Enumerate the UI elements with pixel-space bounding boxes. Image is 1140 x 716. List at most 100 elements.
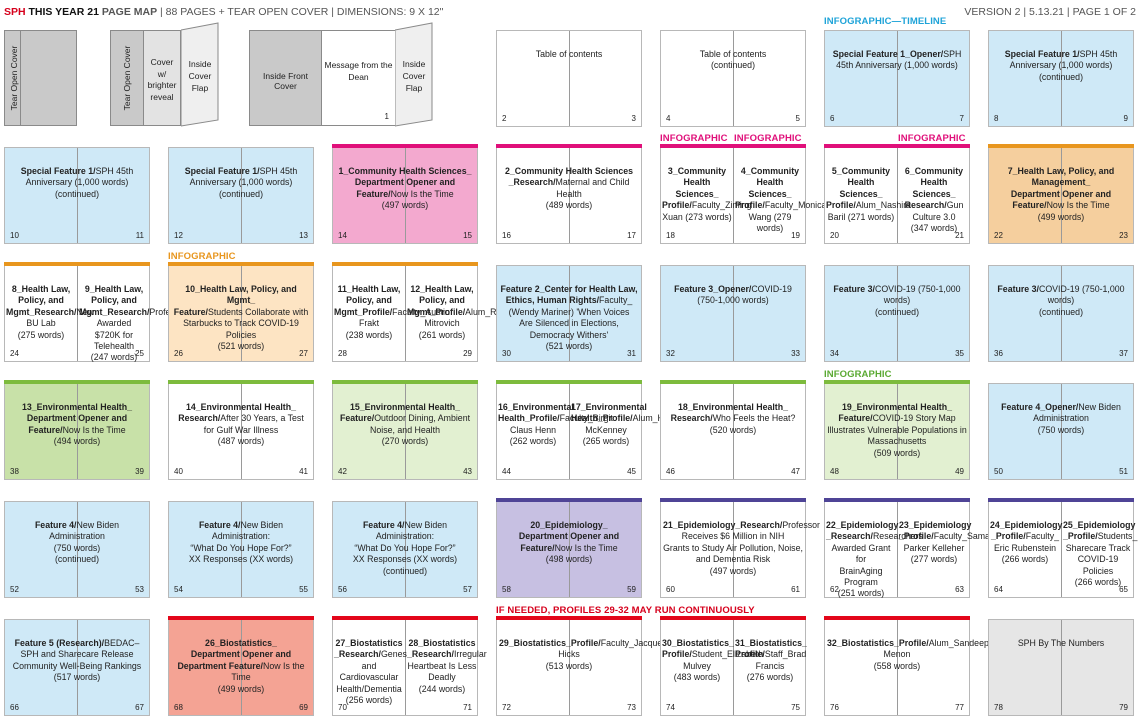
spine-fold: [733, 266, 734, 361]
spread-description: Faculty_Austin: [392, 306, 450, 317]
spread-epi-research[interactable]: 21_Epidemiology_Research/Professor Recei…: [660, 498, 820, 598]
spread-title: 30_Biostatistics_: [662, 638, 734, 648]
spread-title: Feature 5 (Research)/: [14, 638, 105, 648]
spread-title: Feature 3_Opener/: [674, 284, 752, 294]
label-infographic-r2: INFOGRAPHIC: [168, 251, 236, 262]
spread-eh-research[interactable]: 14_Environmental Health_Research/After 3…: [168, 380, 314, 480]
spread-content: Special Feature 1/SPH 45th Anniversary (…: [991, 49, 1131, 83]
spread-description: (513 words): [545, 660, 593, 671]
spread-feature3-opener[interactable]: Feature 3_Opener/COVID-19 (750-1,000 wor…: [660, 265, 806, 362]
spread-feature4-a[interactable]: Feature 4/New Biden Administration(750 w…: [4, 501, 150, 598]
spread-description: BEDAC–SPH and Sharecare Release: [20, 638, 140, 660]
tear-open-cover-front[interactable]: Tear Open Cover: [4, 30, 77, 126]
spread-title: Mgmt_Research/: [79, 306, 150, 317]
spine-fold: [1061, 620, 1062, 715]
spread-feature5[interactable]: Feature 5 (Research)/BEDAC–SPH and Share…: [4, 619, 150, 716]
spine-fold: [897, 384, 898, 479]
spread-eh-feature[interactable]: 15_Environmental Health_Feature/Outdoor …: [332, 380, 478, 480]
inside-front-cover[interactable]: Inside Front Cover: [249, 30, 322, 126]
spread-epi-b[interactable]: 24_Epidemiology_Profile/Faculty_Eric Rub…: [988, 498, 1137, 598]
spread-bio-profile-c[interactable]: 32_Biostatistics_Profile/Alum_Sandeep Me…: [824, 616, 989, 716]
right-page-number: 13: [299, 231, 308, 240]
dean-message-page[interactable]: Message from the Dean 1: [321, 30, 396, 126]
spread-description: (521 words): [545, 341, 593, 352]
spread-description: SPH 45th Anniversary (1,000 words): [1009, 49, 1118, 71]
header-this-year: THIS YEAR 21: [28, 6, 99, 18]
spread-epi-opener[interactable]: 20_Epidemiology_Department Opener and Fe…: [496, 498, 642, 598]
spread-sf1-a[interactable]: Special Feature 1/SPH 45th Anniversary (…: [988, 30, 1134, 127]
spread-title: 25_Epidemiology: [1063, 520, 1136, 530]
spread-hlpm-feature[interactable]: 10_Health Law, Policy, and Mgmt_Feature/…: [168, 262, 314, 362]
spread-description: Who Feels the Heat?: [712, 413, 796, 424]
section-color-bar: [496, 380, 642, 384]
left-page-number: 70: [338, 703, 347, 712]
spread-eh-research2[interactable]: 18_Environmental Health_Research/Who Fee…: [660, 380, 806, 480]
spread-feature3-a[interactable]: Feature 3/COVID-19 (750-1,000 words)(con…: [824, 265, 970, 362]
spread-title: 32_Biostatistics_Profile/: [827, 638, 929, 648]
spread-description: (261 words): [418, 329, 466, 340]
spread-title: Management_: [1031, 177, 1091, 188]
right-page-number: 55: [299, 585, 308, 594]
spread-title: 24_Epidemiology: [990, 520, 1063, 530]
spread-sf1-b[interactable]: Special Feature 1/SPH 45th Anniversary (…: [4, 147, 150, 244]
spine-fold: [405, 148, 406, 243]
spread-title: Special Feature 1/: [1004, 49, 1080, 59]
spread-description: Frakt: [358, 318, 380, 329]
spread-title: Mgmt_Profile/: [334, 306, 393, 317]
spread-chs-opener[interactable]: 1_Community Health Sciences_Department O…: [332, 144, 478, 244]
version-info: VERSION 2 | 5.13.21 | PAGE 1 OF 2: [964, 6, 1136, 18]
spread-description: SPH 45th Anniversary (1,000 words): [189, 166, 298, 188]
spread-eh-opener[interactable]: 13_Environmental Health_Department Opene…: [4, 380, 150, 480]
spread-feature4-c[interactable]: Feature 4/New Biden Administration:“What…: [332, 501, 478, 598]
spread-feature2[interactable]: Feature 2_Center for Health Law,Ethics, …: [496, 265, 642, 362]
right-page-number: 35: [955, 349, 964, 358]
spread-title: 12_Health Law,: [410, 284, 474, 294]
spread-title: 23_Epidemiology: [899, 520, 972, 530]
spread-feature3-b[interactable]: Feature 3/COVID-19 (750-1,000 words)(con…: [988, 265, 1134, 362]
spread-description: XX Responses (XX words): [352, 554, 458, 565]
section-color-bar: [332, 380, 478, 384]
right-page-number: 79: [1119, 703, 1128, 712]
inside-cover-flap-2[interactable]: [395, 22, 435, 130]
spread-description: Faculty_Samantha: [933, 531, 1008, 542]
spread-description: New Biden Administration: [1033, 402, 1121, 424]
spine-fold: [1061, 266, 1062, 361]
spread-description: (275 words): [17, 329, 65, 340]
spread-bio-profile-a[interactable]: 29_Biostatistics_Profile/Faculty_Jacquel…: [496, 616, 676, 716]
right-page-number: 69: [299, 703, 308, 712]
spread-feature4-b[interactable]: Feature 4/New Biden Administration:“What…: [168, 501, 314, 598]
inside-cover-flap-1[interactable]: [181, 22, 221, 130]
spread-bio-profile-b[interactable]: 30_Biostatistics_Profile/Student_Elizabe…: [660, 616, 807, 716]
right-page-content: 25_Epidemiology_Profile/Students_Shareca…: [1063, 520, 1137, 588]
spread-sf1-opener[interactable]: Special Feature 1_Opener/SPH 45th Annive…: [824, 30, 970, 127]
cover-brighter-reveal[interactable]: Cover w/ brighter reveal: [143, 30, 181, 126]
tear-open-cover-reveal[interactable]: Tear Open Cover: [110, 30, 144, 126]
spread-description: New BU Lab: [26, 306, 95, 329]
spread-sf1-c[interactable]: Special Feature 1/SPH 45th Anniversary (…: [168, 147, 314, 244]
spread-title: _Profile/: [991, 531, 1026, 542]
spread-chs-research[interactable]: 2_Community Health Sciences_Research/Mat…: [496, 144, 642, 244]
spread-description: (489 words): [545, 200, 593, 211]
spread-title: Special Feature 1_Opener/: [832, 49, 944, 59]
spread-feature4-opener[interactable]: Feature 4_Opener/New Biden Administratio…: [988, 383, 1134, 480]
page-header: SPH THIS YEAR 21 PAGE MAP | 88 PAGES + T…: [4, 6, 1136, 20]
spread-description: (256 words): [345, 695, 393, 706]
right-page-content: 17_EnvironmentalHealth_Profile/Alum_Heat…: [571, 402, 689, 448]
spread-description: Illustrates Vulnerable Populations in: [827, 424, 967, 435]
spread-eh-feature2[interactable]: 19_Environmental Health_Feature/COVID-19…: [824, 380, 970, 480]
